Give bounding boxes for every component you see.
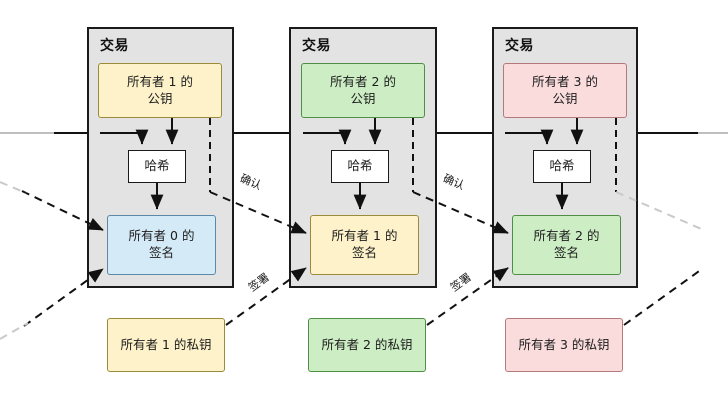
hash-label-2: 哈希 — [347, 158, 373, 174]
public-key-line1-3: 所有者 3 的 — [532, 73, 598, 89]
verify-link-3-out — [615, 191, 707, 232]
private-key-line2-1: 私钥 — [186, 336, 212, 352]
public-key-text-2: 所有者 2 的公钥 — [330, 74, 396, 108]
public-key-line1-1: 所有者 1 的 — [127, 73, 193, 89]
verify-link-0-in-fade — [0, 181, 27, 194]
private-key-box-3[interactable]: 所有者 3 的私钥 — [505, 318, 623, 372]
signature-line1-2: 所有者 1 的 — [331, 228, 398, 244]
private-key-text-3: 所有者 3 的私钥 — [519, 337, 610, 354]
public-key-box-1[interactable]: 所有者 1 的公钥 — [98, 63, 222, 118]
hash-box-1[interactable]: 哈希 — [128, 150, 186, 183]
signature-box-3[interactable]: 所有者 2 的签名 — [512, 215, 621, 275]
signature-text-2: 所有者 1 的签名 — [332, 228, 398, 262]
hash-label-3: 哈希 — [549, 158, 575, 174]
transaction-title-2: 交易 — [302, 38, 331, 54]
sign-link-pk1-to-sig2 — [225, 267, 307, 326]
signature-text-1: 所有者 0 的签名 — [129, 228, 195, 262]
transaction-title-3: 交易 — [505, 38, 534, 54]
private-key-line2-3: 私钥 — [584, 336, 610, 352]
signature-box-1[interactable]: 所有者 0 的签名 — [107, 215, 216, 275]
hash-label-1: 哈希 — [144, 158, 170, 174]
private-key-box-1[interactable]: 所有者 1 的私钥 — [107, 318, 225, 372]
sign-link-pk0-to-sig1 — [23, 268, 104, 327]
signature-line1-3: 所有者 2 的 — [533, 228, 600, 244]
public-key-text-1: 所有者 1 的公钥 — [127, 74, 193, 108]
sign-link-pk0-fade — [0, 322, 29, 340]
signature-line2-3: 签名 — [553, 245, 579, 260]
signature-text-3: 所有者 2 的签名 — [534, 228, 600, 262]
private-key-line1-2: 所有者 2 的 — [321, 336, 388, 352]
verify-link-2to3 — [412, 191, 509, 234]
public-key-line2-1: 公钥 — [147, 90, 173, 106]
hash-box-2[interactable]: 哈希 — [331, 150, 389, 183]
signature-line2-1: 签名 — [148, 245, 174, 260]
public-key-line1-2: 所有者 2 的 — [330, 73, 396, 89]
private-key-text-1: 所有者 1 的私钥 — [121, 337, 212, 354]
verify-link-1to2 — [209, 191, 307, 234]
private-key-line1-1: 所有者 1 的 — [120, 336, 187, 352]
public-key-box-2[interactable]: 所有者 2 的公钥 — [301, 63, 425, 118]
public-key-box-3[interactable]: 所有者 3 的公钥 — [503, 63, 627, 118]
private-key-box-2[interactable]: 所有者 2 的私钥 — [308, 318, 426, 372]
signature-line1-1: 所有者 0 的 — [128, 228, 195, 244]
hash-box-3[interactable]: 哈希 — [533, 150, 591, 183]
private-key-line2-2: 私钥 — [387, 336, 413, 352]
transaction-title-1: 交易 — [100, 38, 129, 54]
signature-line2-2: 签名 — [351, 245, 377, 260]
public-key-line2-3: 公钥 — [552, 90, 578, 106]
public-key-line2-2: 公钥 — [350, 90, 376, 106]
public-key-text-3: 所有者 3 的公钥 — [532, 74, 598, 108]
private-key-text-2: 所有者 2 的私钥 — [322, 337, 413, 354]
sign-link-pk3-out — [623, 268, 703, 326]
private-key-line1-3: 所有者 3 的 — [518, 336, 585, 352]
verify-link-0-in — [21, 190, 104, 231]
signature-box-2[interactable]: 所有者 1 的签名 — [310, 215, 419, 275]
sign-link-pk2-to-sig3 — [426, 267, 509, 326]
